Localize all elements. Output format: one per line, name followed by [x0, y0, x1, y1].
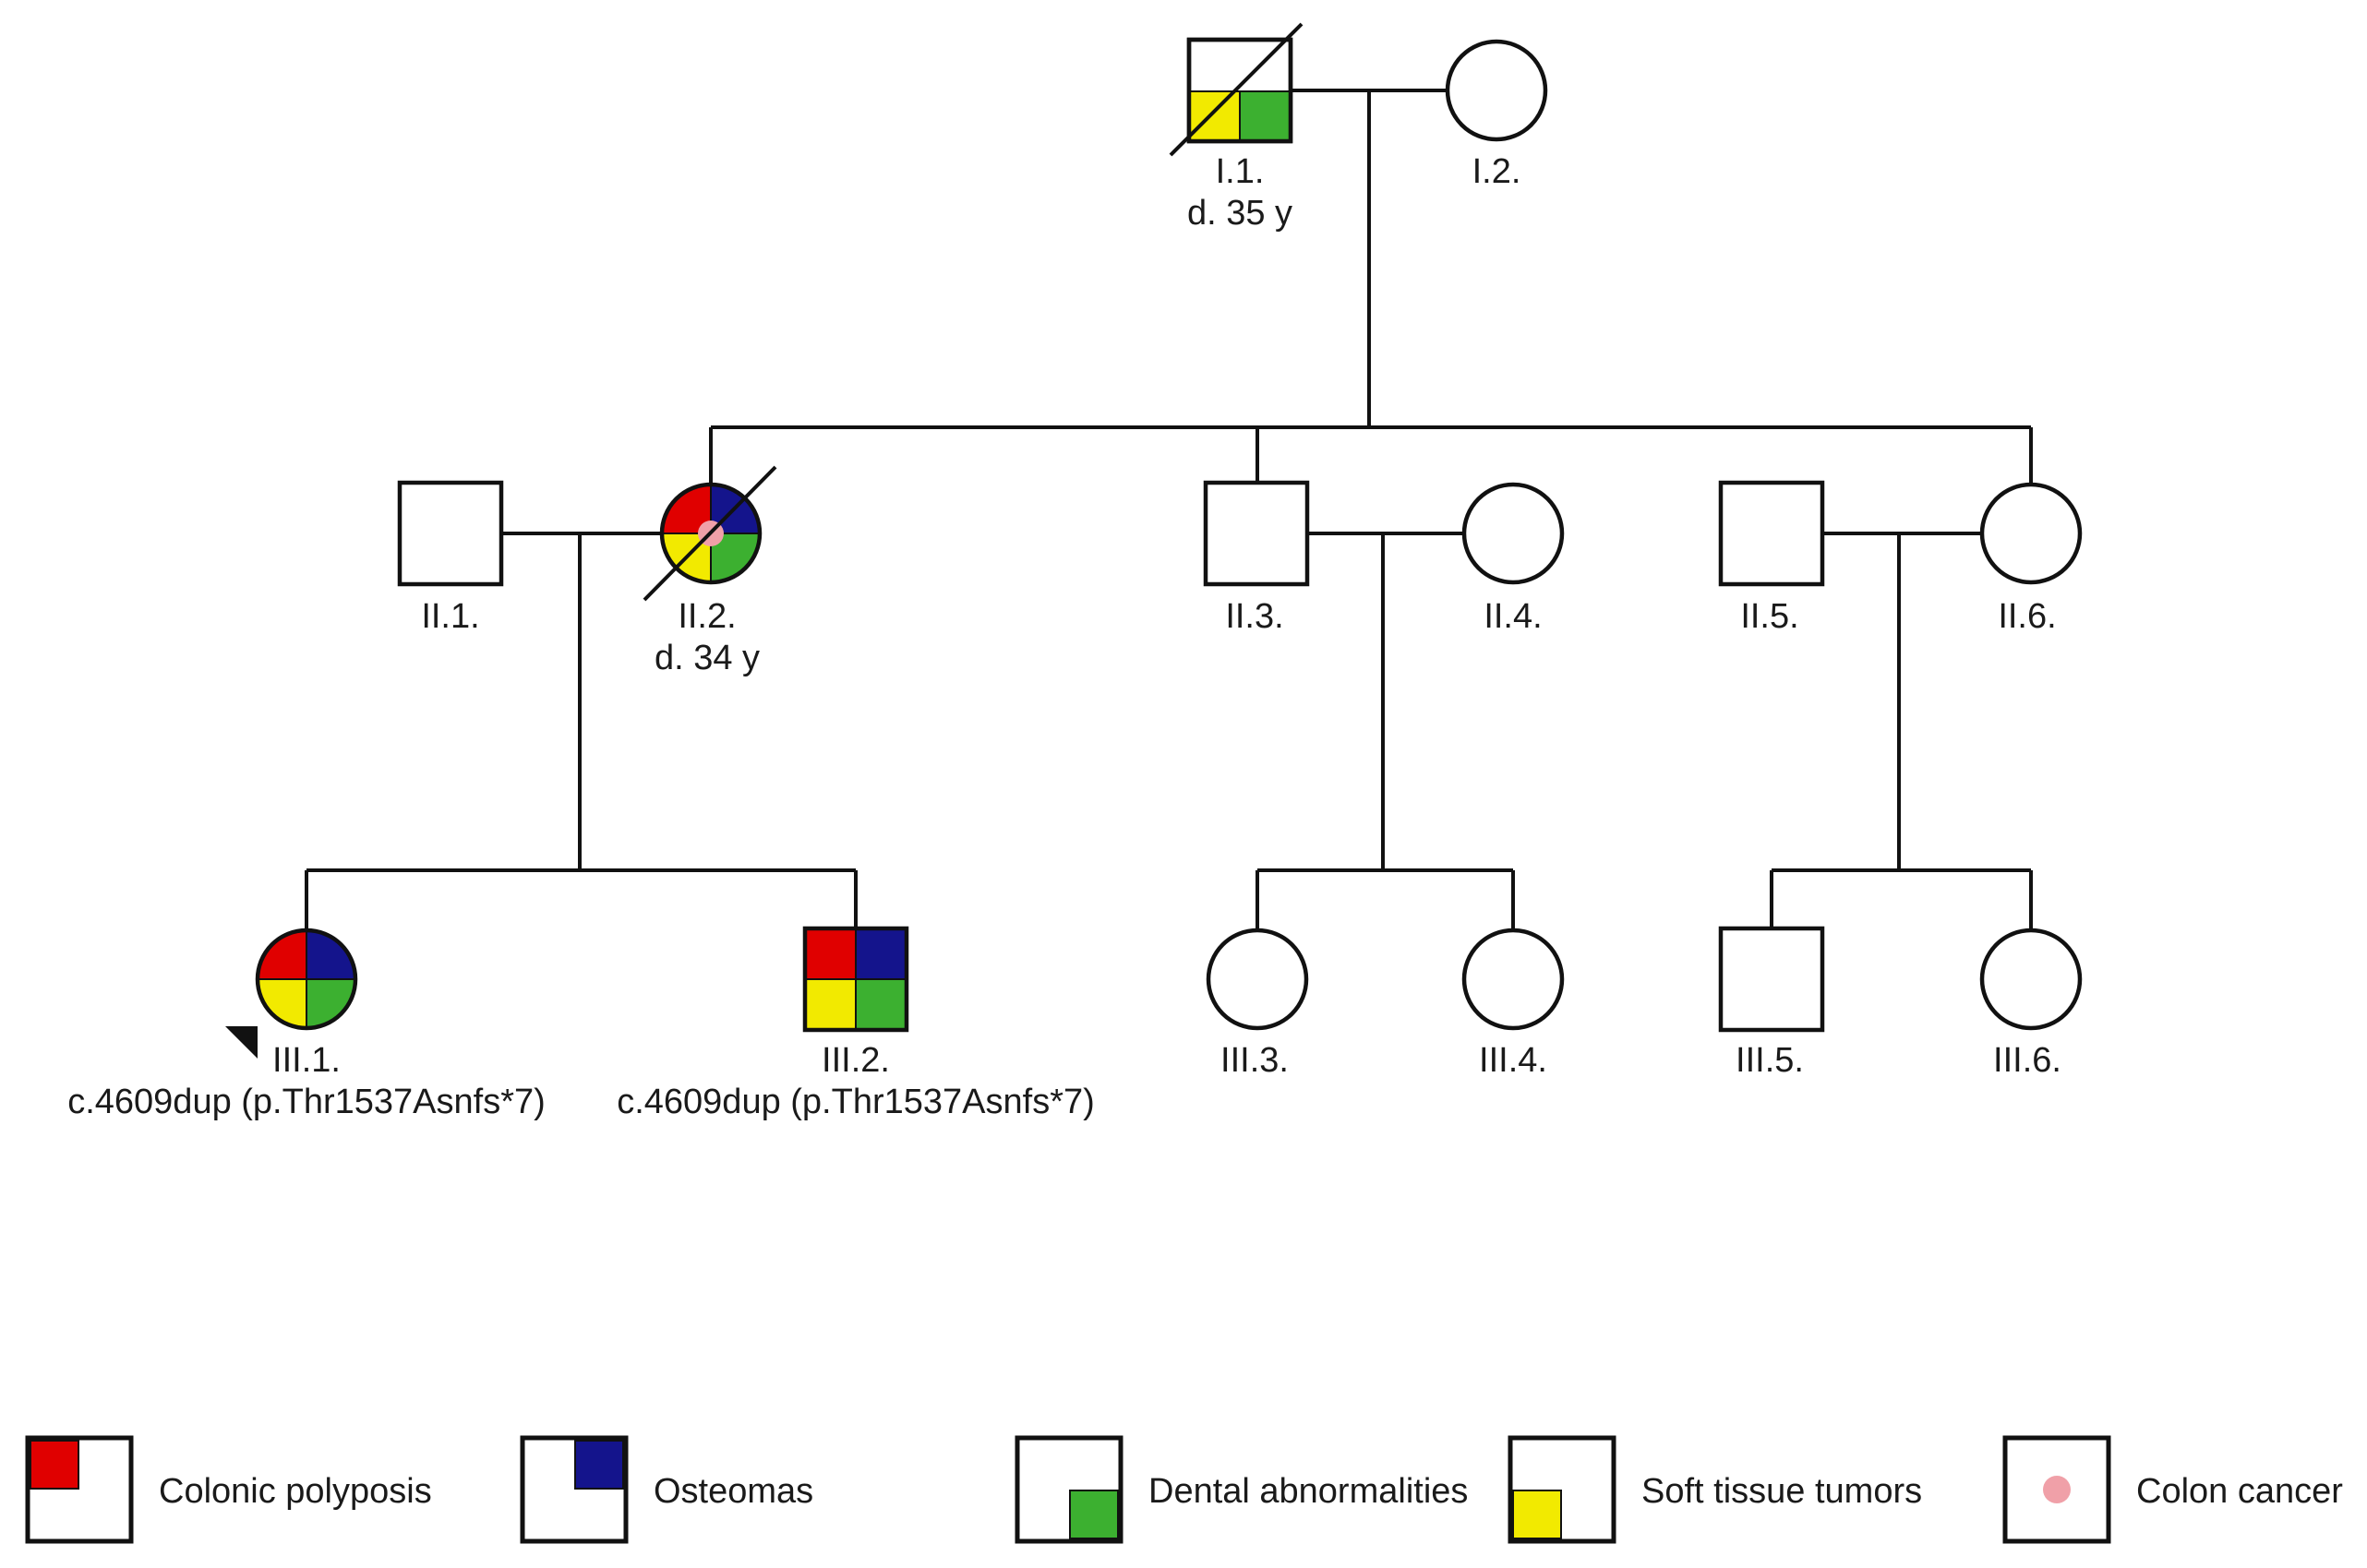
male-symbol-outline: [802, 926, 909, 1033]
label-III6: III.6.: [1993, 1041, 2061, 1080]
deceased-slash: [1169, 22, 1304, 157]
label-II3: II.3.: [1225, 597, 1283, 636]
legend-label-osteomas: Osteomas: [654, 1472, 813, 1511]
colonic-polyposis-quadrant: [805, 928, 856, 979]
soft-tissue-tumors-quadrant: [258, 979, 306, 1028]
legend-item-dental-abnormalities: Dental abnormalities: [1015, 1435, 1468, 1544]
individual-III4-female-symbol: [1461, 928, 1565, 1031]
dental-abnormalities-quadrant: [711, 533, 760, 582]
legend-label-dental-abnormalities: Dental abnormalities: [1148, 1472, 1468, 1511]
individual-III6-female-symbol: [1979, 928, 2083, 1031]
variant-III2: c.4609dup (p.Thr1537Asnfs*7): [617, 1083, 1095, 1121]
soft-tissue-tumors-quadrant: [1191, 91, 1240, 139]
label-III3: III.3.: [1220, 1041, 1289, 1080]
label-III2: III.2.: [822, 1041, 890, 1080]
colonic-polyposis-swatch: [30, 1440, 79, 1490]
colonic-polyposis-quadrant: [258, 930, 306, 979]
legend-label-colonic-polyposis: Colonic polyposis: [159, 1472, 432, 1511]
individual-II6-female-symbol: [1979, 482, 2083, 585]
legend-item-osteomas: Osteomas: [520, 1435, 813, 1544]
label-II2: II.2.: [678, 597, 736, 636]
colon-cancer-swatch: [2043, 1476, 2071, 1503]
individual-II2: [643, 465, 777, 602]
individual-I2-female-symbol: [1445, 39, 1548, 142]
label-I2: I.2.: [1472, 152, 1521, 191]
individual-I1: [1169, 22, 1304, 157]
label-II4: II.4.: [1484, 597, 1542, 636]
label-II6: II.6.: [1998, 597, 2056, 636]
colonic-polyposis-quadrant: [662, 485, 711, 533]
female-symbol-outline: [255, 928, 358, 1031]
soft-tissue-tumors-quadrant: [805, 979, 856, 1030]
male-symbol-outline: [1186, 37, 1293, 144]
deceased-slash: [643, 465, 777, 602]
individual-II5-male-symbol: [1718, 480, 1825, 587]
label-II1: II.1.: [421, 597, 479, 636]
dental-abnormalities-swatch: [1069, 1490, 1119, 1539]
individual-III3-female-symbol: [1206, 928, 1309, 1031]
label-II5: II.5.: [1740, 597, 1798, 636]
label-I1: I.1.: [1216, 152, 1265, 191]
individual-II3-male-symbol: [1203, 480, 1310, 587]
legend-label-colon-cancer: Colon cancer: [2136, 1472, 2343, 1511]
legend-item-soft-tissue-tumors: Soft tissue tumors: [1508, 1435, 1922, 1544]
individual-III5-male-symbol: [1718, 926, 1825, 1033]
variant-III1: c.4609dup (p.Thr1537Asnfs*7): [67, 1083, 546, 1121]
legend-label-soft-tissue-tumors: Soft tissue tumors: [1641, 1472, 1922, 1511]
individual-III2: [802, 926, 909, 1033]
dental-abnormalities-quadrant: [1240, 91, 1289, 139]
osteomas-quadrant: [306, 930, 355, 979]
osteomas-quadrant: [856, 928, 907, 979]
individual-II4-female-symbol: [1461, 482, 1565, 585]
individual-III1: [255, 928, 358, 1031]
age-note-II2: d. 34 y: [655, 639, 760, 677]
label-III5: III.5.: [1736, 1041, 1804, 1080]
legend-item-colonic-polyposis: Colonic polyposis: [25, 1435, 432, 1544]
legend-item-colon-cancer: Colon cancer: [2002, 1435, 2343, 1544]
dental-abnormalities-quadrant: [306, 979, 355, 1028]
pedigree-lines: [305, 89, 2033, 928]
legend: Colonic polyposis Osteomas Dental abnorm…: [25, 1435, 2343, 1544]
label-III4: III.4.: [1479, 1041, 1547, 1080]
osteomas-swatch: [574, 1440, 624, 1490]
proband-arrow-icon: [225, 1026, 258, 1059]
female-symbol-outline: [659, 482, 763, 585]
label-III1: III.1.: [272, 1041, 341, 1080]
individual-II1-male-symbol: [397, 480, 504, 587]
age-note-I1: d. 35 y: [1187, 194, 1292, 233]
dental-abnormalities-quadrant: [856, 979, 907, 1030]
soft-tissue-tumors-swatch: [1512, 1490, 1562, 1539]
